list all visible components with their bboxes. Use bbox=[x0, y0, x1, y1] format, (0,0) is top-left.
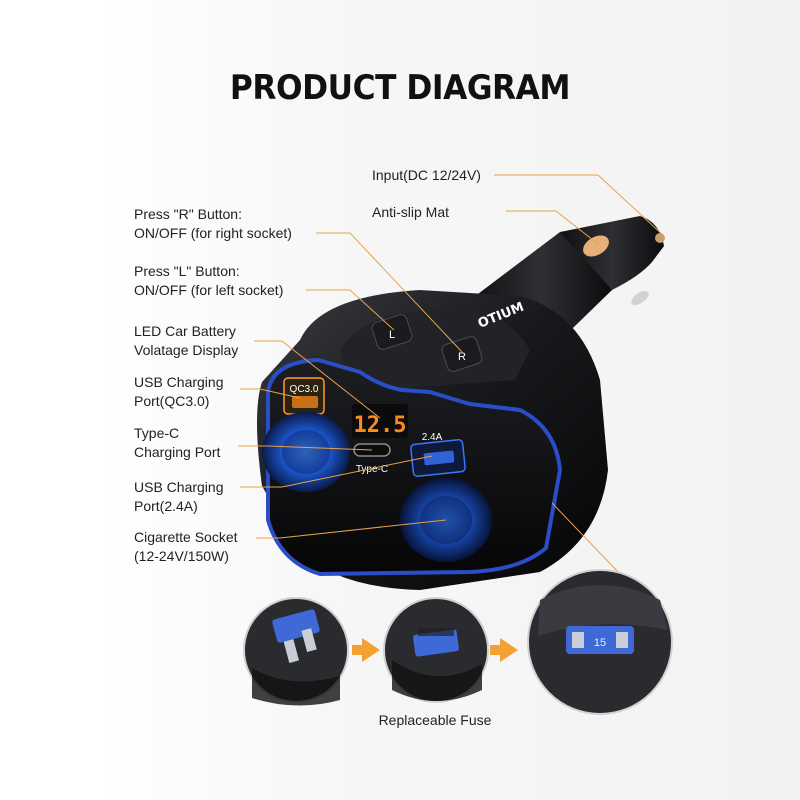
input-tip bbox=[655, 233, 665, 243]
label-r-button: Press "R" Button: ON/OFF (for right sock… bbox=[134, 206, 292, 241]
leader-l-button bbox=[306, 289, 395, 331]
leader-lines bbox=[238, 174, 665, 575]
label-type-c: Type-C Charging Port bbox=[134, 425, 221, 460]
label-l-button: Press "L" Button: ON/OFF (for left socke… bbox=[134, 263, 284, 298]
leader-led bbox=[254, 340, 381, 419]
leader-anti-slip bbox=[506, 210, 599, 245]
led-display bbox=[352, 404, 408, 438]
qc-label: QC3.0 bbox=[290, 384, 319, 395]
left-button-letter: L bbox=[389, 329, 395, 341]
page-title: PRODUCT DIAGRAM bbox=[229, 68, 571, 108]
leader-type-c bbox=[238, 445, 373, 451]
fuse-rating: 15 bbox=[594, 637, 606, 649]
label-usb-24: USB Charging Port(2.4A) bbox=[134, 479, 224, 514]
fuse-caption: Replaceable Fuse bbox=[378, 712, 492, 728]
label-usb-qc: USB Charging Port(QC3.0) bbox=[134, 374, 224, 409]
led-display-value: 12.5 bbox=[354, 413, 407, 438]
anti-slip-mat bbox=[583, 235, 609, 257]
leader-r-button bbox=[316, 232, 463, 353]
arrow-left-1 bbox=[352, 638, 380, 662]
left-button[interactable] bbox=[371, 313, 414, 351]
leader-fuse bbox=[551, 502, 621, 575]
right-button[interactable] bbox=[441, 335, 484, 373]
arrow-left-2 bbox=[490, 638, 518, 662]
label-anti-slip: Anti-slip Mat bbox=[372, 204, 450, 220]
fuse-sequence: 15 bbox=[243, 569, 673, 715]
right-button-letter: R bbox=[458, 351, 466, 363]
label-input: Input(DC 12/24V) bbox=[372, 167, 481, 183]
usb-24-label: 2.4A bbox=[422, 432, 443, 443]
label-led-display: LED Car Battery Volatage Display bbox=[134, 323, 239, 358]
leader-cigarette bbox=[256, 519, 447, 539]
leader-qc bbox=[240, 388, 301, 399]
leader-usb-24 bbox=[240, 455, 433, 488]
type-c-label: Type-C bbox=[356, 464, 388, 475]
charger-body: L R OTIUM QC3.0 12.5 Type-C 2.4A bbox=[257, 290, 608, 590]
fuse-blade-2 bbox=[413, 629, 459, 657]
leader-input bbox=[494, 174, 665, 237]
label-cigarette: Cigarette Socket (12-24V/150W) bbox=[134, 529, 238, 564]
